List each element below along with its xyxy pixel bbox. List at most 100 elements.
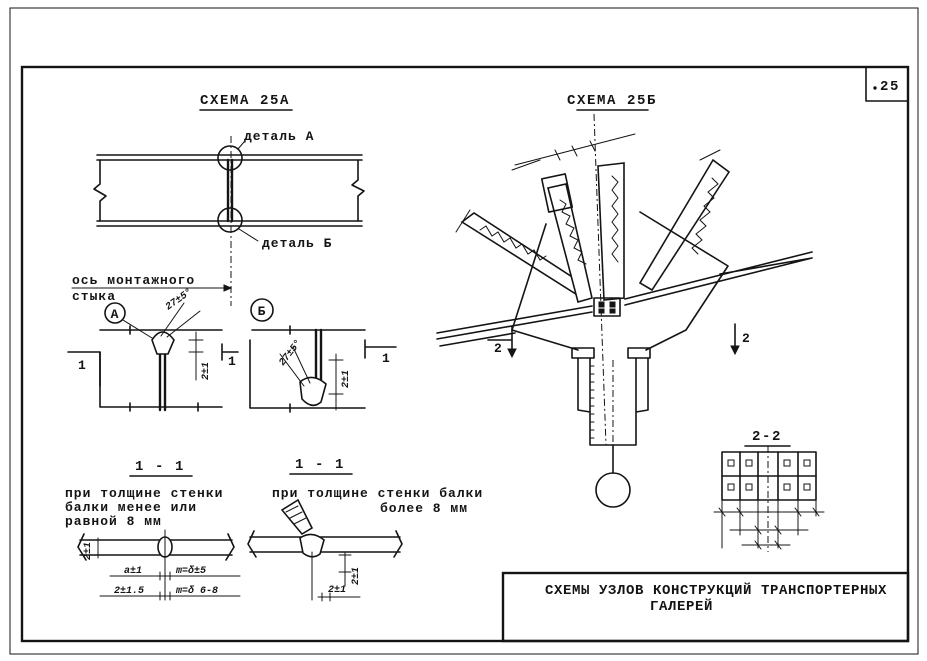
- page-number-box: [865, 66, 909, 102]
- section-thick-title: 1 - 1: [295, 457, 345, 473]
- scheme-25b-centerline: [593, 113, 607, 446]
- detail-a-marker-circle: [104, 302, 126, 324]
- section-mark-1-right-label: 1: [382, 351, 391, 366]
- section-1-1-thin: 1 - 1 при толщине стенки балки менее или…: [65, 459, 241, 601]
- detail-b: Б 27±5° 2±1 1: [249, 298, 397, 413]
- detail-a-label: деталь А: [244, 129, 314, 144]
- section-thick-hatch-lines: [285, 505, 307, 525]
- detail-b-weld: [299, 376, 327, 407]
- mounting-axis-label-line1: ось монтажного: [72, 273, 195, 288]
- section-thick-plates: [247, 530, 403, 558]
- scheme-25b-chord-left: [436, 305, 593, 347]
- scheme-25b-node-bolts: [598, 301, 616, 314]
- detail-b-web-joint: [314, 328, 323, 386]
- beam-break-left: [93, 159, 107, 222]
- detail-a-bevel-lines: [160, 302, 201, 338]
- section-mark-2-left: [487, 325, 513, 353]
- scheme-25b-column-web-ticks: [589, 365, 595, 439]
- detail-b-dim-text: 2±1: [341, 370, 352, 388]
- section-2-2-title: 2-2: [752, 429, 782, 445]
- section-mark-2-right-arrow: [730, 345, 740, 356]
- detail-a-leader: [237, 141, 245, 150]
- title-block-line2: ГАЛЕРЕЙ: [650, 597, 713, 615]
- detail-a-web-joint: [158, 346, 167, 412]
- section-mark-1-left: [67, 351, 101, 387]
- section-thick-dim-horizontal: 2±1: [328, 585, 346, 596]
- section-2-2: 2-2: [713, 429, 825, 552]
- detail-a-dimension: [188, 331, 204, 381]
- scheme-25b-column-cap-right: [627, 347, 651, 359]
- scheme-25b-column-cap-left: [571, 347, 595, 359]
- section-thin-title: 1 - 1: [135, 459, 185, 475]
- section-thin-caption-line2: балки менее или: [65, 500, 197, 515]
- scheme-25b-node-bolt-plate: [593, 297, 621, 317]
- sheet-frame: 25: [9, 7, 919, 655]
- scheme-25b-column-support-circle: [595, 472, 631, 508]
- detail-b-marker: Б: [258, 304, 267, 319]
- section-thick-dim-vertical: 2±1: [351, 567, 362, 585]
- outer-frame: [9, 7, 919, 655]
- detail-b-leader: [238, 228, 259, 242]
- section-thin-dim-b: 2±1.5: [114, 586, 144, 597]
- section-thick-horizontal-dim: [317, 592, 361, 602]
- section-thick-weld: [299, 533, 325, 558]
- scheme-25a-title: СХЕМА 25А: [200, 93, 290, 109]
- scheme-25b-left-member-end: [455, 149, 721, 233]
- detail-b-beam-outline: [249, 325, 366, 413]
- section-thin-gap-text: 2±1: [83, 542, 94, 560]
- scheme-25b-left-diagonal-weld: [479, 225, 547, 261]
- section-thin-caption-line3: равной 8 мм: [65, 514, 162, 529]
- section-1-1-thick: 1 - 1 при толщине стенки балки более 8 м…: [247, 457, 483, 602]
- section-mark-1-mid: [221, 343, 239, 361]
- section-thin-dim-a: a±1: [124, 566, 142, 577]
- detail-b-callout-circle: [217, 207, 243, 233]
- section-mark-1-left-label: 1: [78, 358, 87, 373]
- scheme-25b-member-cap-plate: [540, 173, 574, 213]
- detail-b-bevel-lines: [279, 346, 311, 387]
- scheme-25b: СХЕМА 25Б 2 2: [436, 93, 813, 508]
- scheme-25b-right-diagonal-weld: [691, 177, 719, 255]
- section-mark-2-left-arrow: [507, 348, 517, 359]
- section-thick-vertical-dim: [338, 552, 352, 587]
- section-2-2-extension-lines: [721, 499, 817, 549]
- section-thick-bevel-hatch: [280, 498, 314, 536]
- title-block-frame: [501, 571, 910, 643]
- scheme-25b-center-left-member: [547, 183, 593, 303]
- section-2-2-bolts: [727, 459, 811, 491]
- section-mark-1-mid-label: 1: [228, 354, 237, 369]
- scheme-25b-right-diagonal: [638, 158, 731, 292]
- section-thin-dim-m1: m=δ±5: [175, 565, 206, 577]
- inner-frame: [20, 65, 910, 643]
- beam-break-right: [351, 159, 365, 222]
- mounting-axis-label-line2: стыка: [72, 289, 116, 304]
- section-thin-plates: [77, 533, 235, 561]
- scheme-25b-center-right-weld: [611, 175, 619, 263]
- section-thin-gap-dim: [91, 537, 105, 559]
- page-number-dot: [873, 86, 877, 90]
- scheme-25a: СХЕМА 25А деталь А деталь Б ось монтажно…: [71, 93, 365, 306]
- section-mark-2-right-label: 2: [742, 331, 751, 346]
- title-block-line1: СХЕМЫ УЗЛОВ КОНСТРУКЦИЙ ТРАНСПОРТЕРНЫХ: [545, 581, 887, 599]
- section-thin-dim-lines: [99, 571, 241, 601]
- scheme-25b-center-right-member: [597, 162, 625, 301]
- scheme-25b-top-dimension: [514, 133, 636, 166]
- detail-a-marker-leader: [122, 319, 153, 339]
- scheme-25b-title: СХЕМА 25Б: [567, 93, 657, 109]
- section-thin-caption-line1: при толщине стенки: [65, 486, 223, 501]
- detail-a-weld: [151, 331, 175, 355]
- detail-a-dim-text: 2±1: [201, 362, 212, 380]
- detail-a-marker: А: [111, 307, 120, 322]
- page-number: 25: [880, 79, 900, 95]
- detail-a: А 27±5° 2±1 1 1: [67, 286, 239, 412]
- section-2-2-grid: [721, 451, 817, 501]
- section-thick-caption-line2: более 8 мм: [380, 501, 468, 516]
- detail-b-label: деталь Б: [262, 236, 332, 251]
- detail-a-callout-circle: [217, 145, 243, 171]
- mounting-axis-arrowhead: [223, 284, 233, 292]
- detail-b-marker-circle: [250, 298, 274, 322]
- section-2-2-dimension-lines: [713, 507, 825, 550]
- section-mark-2-left-label: 2: [494, 341, 503, 356]
- section-thick-caption-line1: при толщине стенки балки: [272, 486, 483, 501]
- scheme-25b-column-outline: [577, 357, 649, 446]
